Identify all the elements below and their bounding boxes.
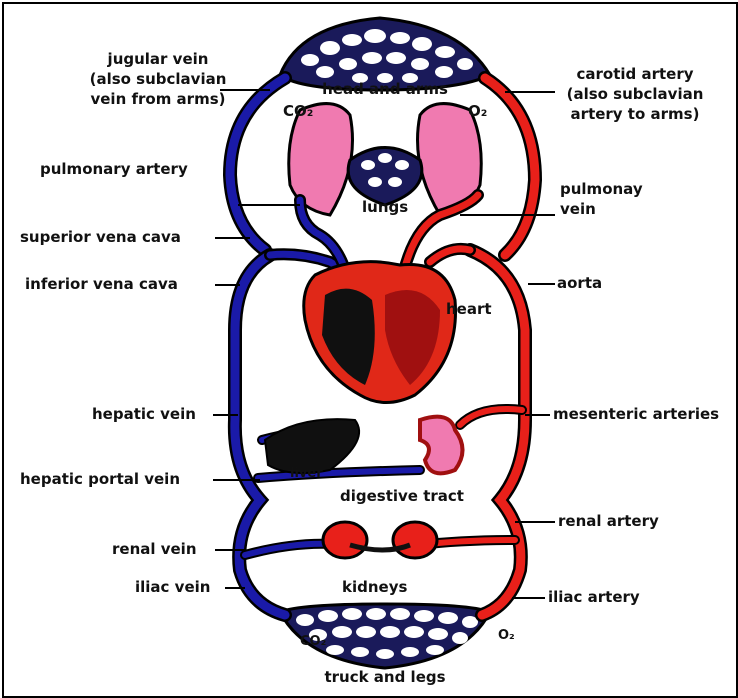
- label-jugular-vein: jugular vein: [78, 50, 238, 68]
- label-co2-bottom: CO₂: [300, 633, 326, 651]
- label-carotid-artery: carotid artery: [545, 65, 725, 83]
- label-hepatic-vein: hepatic vein: [92, 405, 196, 423]
- label-pulmonary-artery: pulmonary artery: [40, 160, 188, 178]
- label-renal-artery: renal artery: [558, 512, 659, 530]
- label-o2-bottom: O₂: [498, 627, 515, 645]
- heart: [304, 262, 456, 403]
- label-carotid-note-2: artery to arms): [545, 105, 725, 123]
- label-jugular-vein-note-2: vein from arms): [78, 90, 238, 108]
- label-truck-and-legs: truck and legs: [290, 668, 480, 686]
- label-mesenteric-arteries: mesenteric arteries: [553, 405, 719, 423]
- label-iliac-artery: iliac artery: [548, 588, 640, 606]
- label-kidneys: kidneys: [342, 578, 407, 596]
- label-digestive-tract: digestive tract: [340, 487, 464, 505]
- kidneys: [323, 522, 437, 558]
- label-inferior-vena-cava: inferior vena cava: [25, 275, 178, 293]
- label-liver: liver: [290, 465, 323, 483]
- label-superior-vena-cava: superior vena cava: [20, 228, 181, 246]
- label-pulmonary-vein-2: vein: [560, 200, 596, 218]
- label-carotid-note-1: (also subclavian: [545, 85, 725, 103]
- label-iliac-vein: iliac vein: [135, 578, 210, 596]
- label-lungs: lungs: [362, 198, 408, 216]
- label-pulmonary-vein-1: pulmonay: [560, 180, 643, 198]
- label-head-and-arms: head and arms: [300, 80, 470, 98]
- label-jugular-vein-note-1: (also subclavian: [78, 70, 238, 88]
- label-hepatic-portal-vein: hepatic portal vein: [20, 470, 180, 488]
- label-co2-top: CO₂: [283, 102, 313, 120]
- label-aorta: aorta: [557, 274, 602, 292]
- label-heart: heart: [446, 300, 492, 318]
- label-o2-top: O₂: [468, 102, 487, 120]
- label-renal-vein: renal vein: [112, 540, 197, 558]
